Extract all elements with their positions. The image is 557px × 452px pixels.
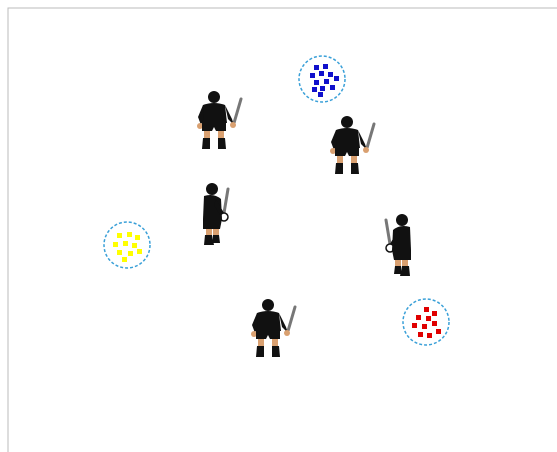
cone-blue bbox=[299, 56, 345, 102]
pitch-border bbox=[8, 8, 557, 452]
cone-red bbox=[403, 299, 449, 345]
cone-yellow bbox=[104, 222, 150, 268]
